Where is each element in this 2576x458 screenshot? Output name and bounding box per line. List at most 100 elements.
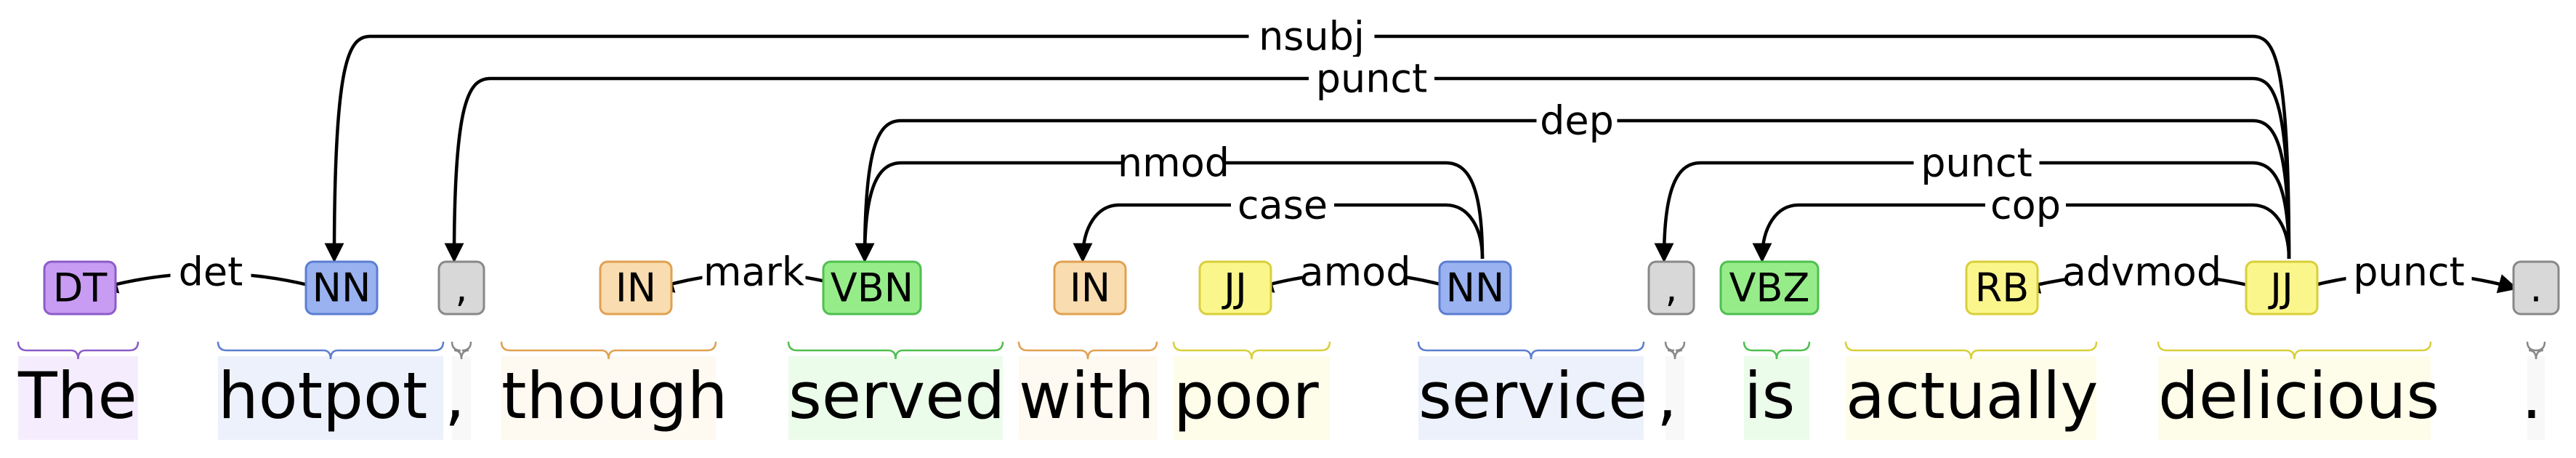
span-bracket (1017, 341, 1158, 360)
arc-label-bg (1122, 141, 1225, 185)
pos-tag: DT (43, 260, 117, 316)
arc-label-bg (170, 250, 251, 294)
span-bracket (787, 341, 1004, 360)
token-word: though (501, 358, 728, 433)
span-bracket (1172, 341, 1331, 360)
span-brackets-layer (17, 341, 2546, 360)
token-word: delicious (2158, 358, 2439, 433)
word-shade (1846, 356, 2096, 440)
arc-label: punct (1921, 140, 2032, 186)
arc-label-bg (1913, 141, 2040, 185)
pos-tag: VBZ (1719, 260, 1820, 316)
pos-tag-label: IN (1070, 265, 1110, 311)
arc-label-bg (1985, 183, 2066, 227)
token-word: is (1744, 358, 1795, 433)
pos-tag-box (1647, 260, 1695, 316)
word-shading-layer (18, 356, 2545, 440)
word-shade (788, 356, 1003, 440)
pos-tag-box (2512, 260, 2560, 316)
pos-tag-box (1198, 260, 1272, 316)
pos-tag-label: IN (615, 265, 656, 311)
word-shade (1019, 356, 1157, 440)
arc-label: punct (1316, 56, 1428, 102)
arc-label-bg (1304, 250, 1407, 294)
token-word: poor (1174, 358, 1320, 433)
arc-label-bg (2067, 250, 2216, 294)
token-word: The (17, 358, 137, 433)
pos-tag: , (437, 260, 485, 316)
arc-label: cop (1990, 182, 2061, 228)
pos-tag: RB (1965, 260, 2039, 316)
pos-tag-label: , (1665, 265, 1677, 311)
pos-tag: IN (599, 260, 673, 316)
pos-tag-label: RB (1975, 265, 2030, 311)
pos-tag-label: VBN (831, 265, 913, 311)
pos-tag-label: JJ (2268, 265, 2293, 311)
span-bracket (217, 341, 445, 360)
arc-label: amod (1299, 249, 1410, 295)
span-bracket (2157, 341, 2432, 360)
span-bracket (17, 341, 140, 360)
arc-label-bg (702, 250, 806, 294)
pos-tag-box (304, 260, 379, 316)
word-shade (2527, 356, 2545, 440)
pos-tag-label: DT (53, 265, 108, 311)
token-word: served (788, 358, 1005, 433)
pos-tag: . (2512, 260, 2560, 316)
span-bracket (2526, 341, 2546, 360)
pos-tag: NN (1438, 260, 1512, 316)
pos-tag: JJ (2245, 260, 2319, 316)
arc-label-bg (1536, 99, 1618, 142)
pos-tags-layer: DT NN, IN VBN IN JJ NN, VBZ RB JJ. (43, 260, 2560, 316)
word-shade (1174, 356, 1330, 440)
token-word: hotpot (218, 358, 427, 433)
arc-label: dep (1540, 98, 1614, 144)
pos-tag-box (822, 260, 922, 316)
span-bracket (451, 341, 472, 360)
pos-tag-label: . (2529, 265, 2542, 311)
pos-tag-box (1965, 260, 2039, 316)
pos-tag-label: JJ (1222, 265, 1247, 311)
token-word: , (1657, 358, 1677, 433)
word-shade (218, 356, 443, 440)
arc-label: punct (2353, 249, 2465, 295)
pos-tag: NN (304, 260, 379, 316)
arc-label-bg (1231, 183, 1334, 227)
token-word: service (1418, 358, 1647, 433)
pos-tag-box (1719, 260, 1820, 316)
arc-label: advmod (2062, 249, 2221, 295)
span-bracket (1417, 341, 1645, 360)
pos-tag-box (43, 260, 117, 316)
arc-label-bg (1248, 15, 1375, 58)
word-shade (1744, 356, 1809, 440)
pos-tag: IN (1053, 260, 1127, 316)
arc-label-bg (1309, 57, 1434, 100)
span-bracket (1664, 341, 1686, 360)
pos-tag: VBN (822, 260, 922, 316)
arc-label: case (1237, 182, 1328, 228)
arc-label-bg (2346, 250, 2472, 294)
span-bracket (500, 341, 717, 360)
arc-label: mark (703, 249, 805, 295)
pos-tag-box (599, 260, 673, 316)
pos-tag-label: VBZ (1729, 265, 1810, 311)
token-word: with (1019, 358, 1155, 433)
pos-tag-box (1438, 260, 1512, 316)
pos-tag: , (1647, 260, 1695, 316)
span-bracket (1844, 341, 2098, 360)
token-word: , (445, 358, 465, 433)
pos-tag-label: , (455, 265, 467, 311)
pos-tag-box (1053, 260, 1127, 316)
pos-tag: JJ (1198, 260, 1272, 316)
pos-tag-box (2245, 260, 2319, 316)
token-word: actually (1846, 358, 2099, 433)
token-word: . (2522, 358, 2542, 433)
word-shade (452, 356, 471, 440)
pos-tag-label: NN (1446, 265, 1505, 311)
word-shade (1665, 356, 1684, 440)
word-shade (501, 356, 716, 440)
pos-tag-label: NN (312, 265, 371, 311)
